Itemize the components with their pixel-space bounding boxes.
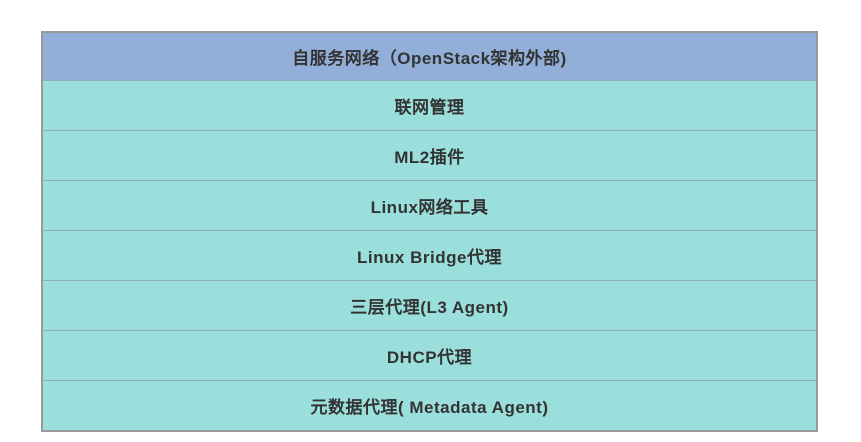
stack-row-linux-network-tools: Linux网络工具: [43, 180, 816, 230]
stack-row-linux-bridge-agent: Linux Bridge代理: [43, 230, 816, 280]
network-stack-diagram: 自服务网络（OpenStack架构外部) 联网管理 ML2插件 Linux网络工…: [41, 31, 818, 432]
stack-row-label: Linux Bridge代理: [357, 248, 502, 267]
stack-row-dhcp-agent: DHCP代理: [43, 330, 816, 380]
stack-row-metadata-agent: 元数据代理( Metadata Agent): [43, 380, 816, 430]
stack-row-label: 联网管理: [394, 98, 465, 117]
stack-header-label: 自服务网络（OpenStack架构外部): [292, 49, 567, 68]
stack-row-networking-management: 联网管理: [43, 80, 816, 130]
stack-row-label: DHCP代理: [386, 348, 473, 367]
stack-row-l3-agent: 三层代理(L3 Agent): [43, 280, 816, 330]
stack-row-label: 三层代理(L3 Agent): [350, 298, 509, 317]
stack-row-label: 元数据代理( Metadata Agent): [310, 398, 549, 417]
stack-row-ml2-plugin: ML2插件: [43, 130, 816, 180]
stack-row-label: ML2插件: [394, 148, 465, 167]
stack-header-self-service-network: 自服务网络（OpenStack架构外部): [43, 33, 816, 80]
stack-row-label: Linux网络工具: [370, 198, 489, 217]
